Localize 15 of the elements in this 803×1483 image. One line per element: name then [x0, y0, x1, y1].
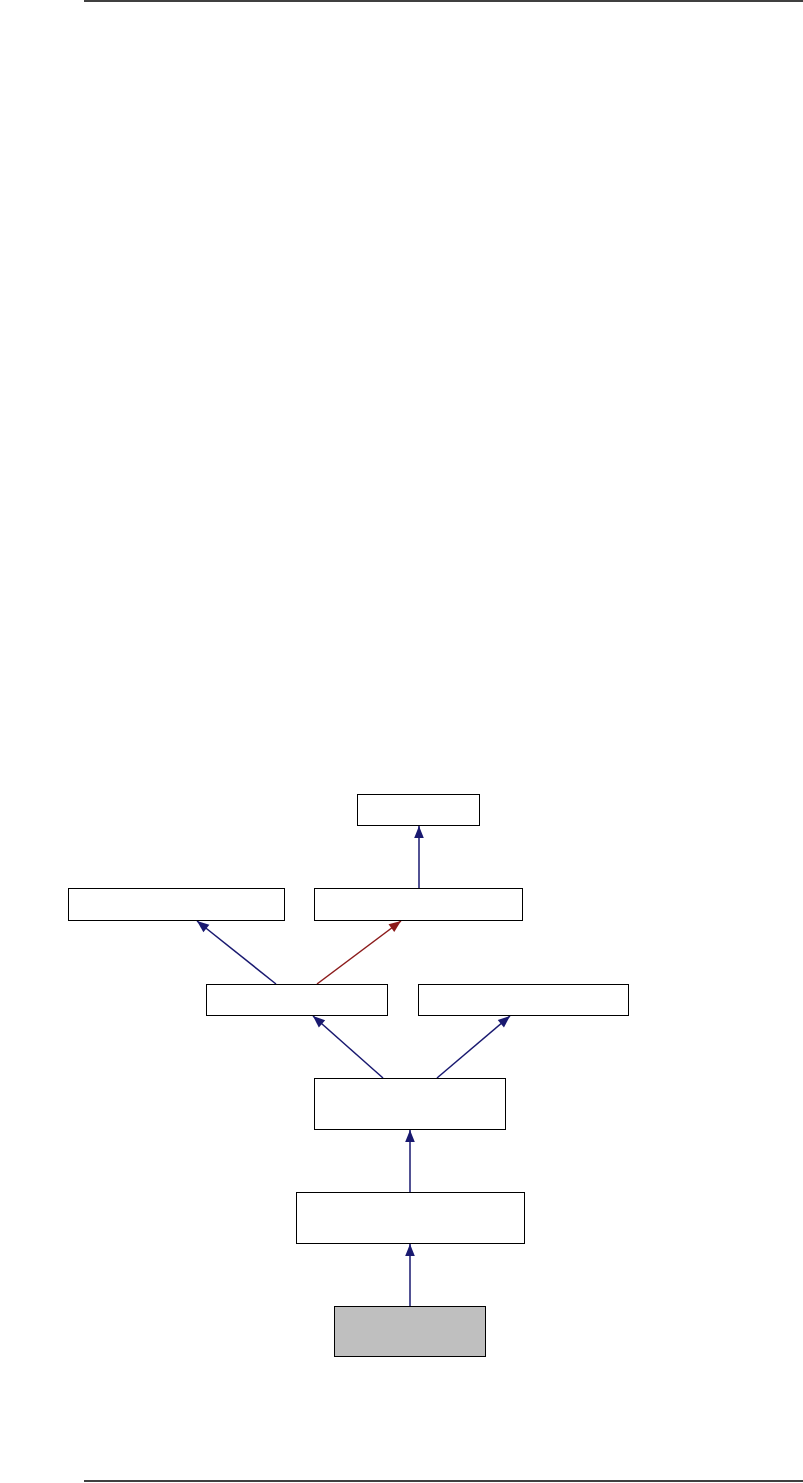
class-box	[314, 1078, 506, 1130]
inheritance-arrow	[405, 1129, 415, 1193]
class-box	[206, 984, 388, 1016]
class-box	[68, 888, 285, 921]
class-box	[334, 1306, 486, 1357]
inheritance-arrow	[436, 1015, 511, 1079]
class-box	[357, 794, 480, 826]
class-box	[314, 888, 523, 921]
inheritance-arrow	[414, 825, 424, 889]
class-box	[296, 1192, 525, 1244]
inheritance-arrow	[196, 920, 277, 985]
inheritance-arrow	[316, 920, 402, 985]
inheritance-arrow	[312, 1015, 384, 1079]
class-box	[418, 984, 629, 1016]
inheritance-arrow	[405, 1243, 415, 1307]
